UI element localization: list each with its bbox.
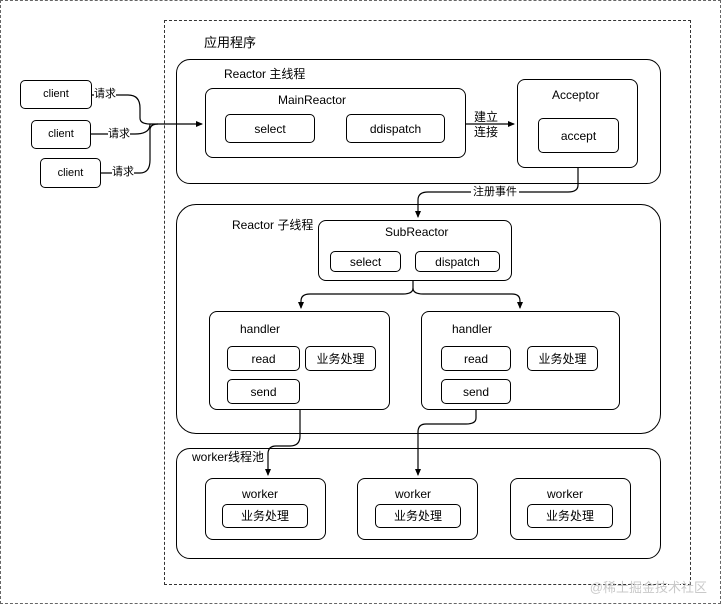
reactor-sub-thread-title: Reactor 子线程 — [232, 218, 314, 232]
edge-sub-reactor-to-handler-left — [298, 281, 414, 309]
handler-send-left: send — [227, 379, 300, 404]
application-title: 应用程序 — [204, 35, 257, 50]
acceptor-accept: accept — [538, 118, 619, 153]
edge-handler-left-to-worker-1 — [265, 410, 301, 476]
application-boundary — [164, 20, 691, 585]
sub-reactor-title: SubReactor — [385, 225, 449, 239]
watermark: @稀土掘金技术社区 — [589, 580, 707, 595]
sub-reactor-select: select — [330, 251, 401, 272]
edge-client1-to-main-reactor — [92, 94, 203, 127]
worker-task-3: 业务处理 — [527, 504, 613, 528]
worker-title-1: worker — [242, 487, 279, 501]
edge-client3-to-main-reactor — [101, 123, 159, 174]
edge-label-request-2: 请求 — [108, 128, 130, 142]
reactor-main-thread-title: Reactor 主线程 — [224, 67, 306, 81]
edge-label-request-1: 请求 — [94, 88, 116, 102]
edge-label-request-3: 请求 — [112, 166, 134, 180]
worker-pool-title: worker线程池 — [192, 450, 265, 464]
client-box-2: client — [31, 120, 91, 149]
handler-business-right: 业务处理 — [527, 346, 598, 371]
worker-task-2: 业务处理 — [375, 504, 461, 528]
sub-reactor-dispatch: dispatch — [415, 251, 500, 272]
edge-sub-reactor-to-handler-right — [412, 287, 523, 309]
edge-handler-right-to-worker-2 — [415, 410, 477, 476]
worker-title-2: worker — [395, 487, 432, 501]
handler-business-left: 业务处理 — [305, 346, 376, 371]
handler-read-right: read — [441, 346, 511, 371]
handler-title-right: handler — [452, 322, 493, 336]
worker-task-1: 业务处理 — [222, 504, 308, 528]
handler-send-right: send — [441, 379, 511, 404]
client-box-1: client — [20, 80, 92, 109]
handler-read-left: read — [227, 346, 300, 371]
main-reactor-title: MainReactor — [278, 93, 347, 107]
main-reactor-dispatch: ddispatch — [346, 114, 445, 143]
edge-label-connect: 建立 连接 — [474, 110, 499, 139]
handler-title-left: handler — [240, 322, 281, 336]
acceptor-title: Acceptor — [552, 88, 600, 102]
worker-title-3: worker — [547, 487, 584, 501]
client-box-3: client — [40, 158, 101, 188]
edge-client2-to-main-reactor — [91, 123, 151, 135]
edge-label-register-event: 注册事件 — [471, 186, 519, 200]
main-reactor-select: select — [225, 114, 315, 143]
